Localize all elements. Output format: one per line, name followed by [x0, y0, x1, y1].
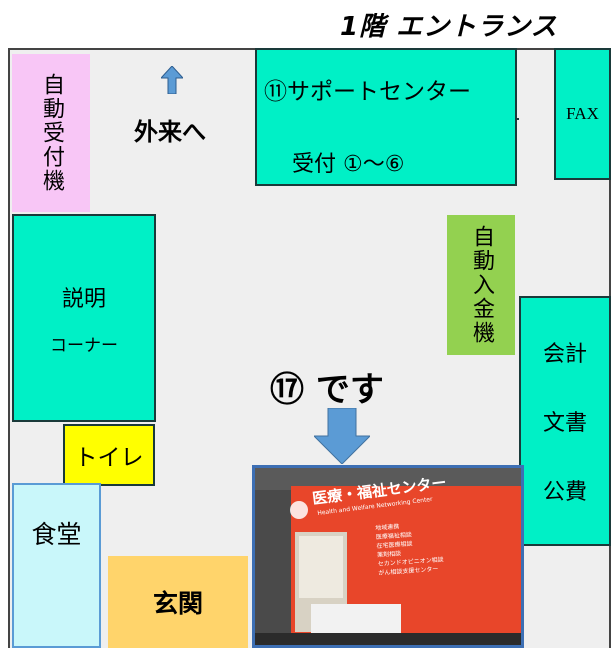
public-expense-label: 公費	[542, 479, 587, 505]
location-marker-label: ⑰ です	[270, 370, 384, 410]
auto-reception-label: 自動受付機	[39, 73, 64, 193]
explanation-corner-label-1: 説明	[61, 286, 106, 312]
cafeteria: 食堂	[12, 483, 101, 648]
auto-reception-machine: 自動受付機	[12, 54, 90, 212]
explanation-corner-label-2: コーナー	[50, 335, 118, 356]
documents-label: 文書	[542, 410, 587, 436]
center-photo: 医療・福祉センター Health and Welfare Networking …	[252, 465, 524, 648]
support-center-cover	[257, 112, 515, 124]
auto-payment-machine: 自動入金機	[447, 215, 515, 355]
to-outpatient-label: 外来へ	[134, 118, 206, 146]
toilet-label: トイレ	[74, 445, 144, 471]
support-center-top	[255, 48, 517, 118]
toilet: トイレ	[63, 424, 155, 486]
arrow-down-icon	[314, 408, 370, 464]
center-photo-image	[255, 468, 521, 645]
fax-label: FAX	[566, 104, 599, 123]
wall-left	[8, 48, 10, 648]
support-center-bottom	[255, 116, 517, 186]
arrow-up-icon	[161, 66, 183, 94]
reception-label: 受付 ①〜⑥	[292, 152, 405, 177]
auto-payment-label: 自動入金機	[469, 225, 494, 345]
support-center-label: ⑪サポートセンター	[264, 79, 471, 105]
entrance-label: 玄関	[152, 589, 203, 618]
fax-area: FAX	[554, 48, 611, 180]
explanation-corner: 説明 コーナー	[12, 214, 156, 422]
cafeteria-label: 食堂	[31, 520, 82, 549]
accounting-label: 会計	[542, 342, 587, 368]
entrance: 玄関	[108, 556, 248, 648]
sign-lines: 地域連携 医療福祉相談 在宅医療相談 薬剤相談 セカンドオピニオン相談 がん相談…	[375, 519, 445, 577]
accounting-area: 会計 文書 公費	[519, 296, 611, 546]
page-title: 1階 エントランス	[340, 12, 558, 42]
